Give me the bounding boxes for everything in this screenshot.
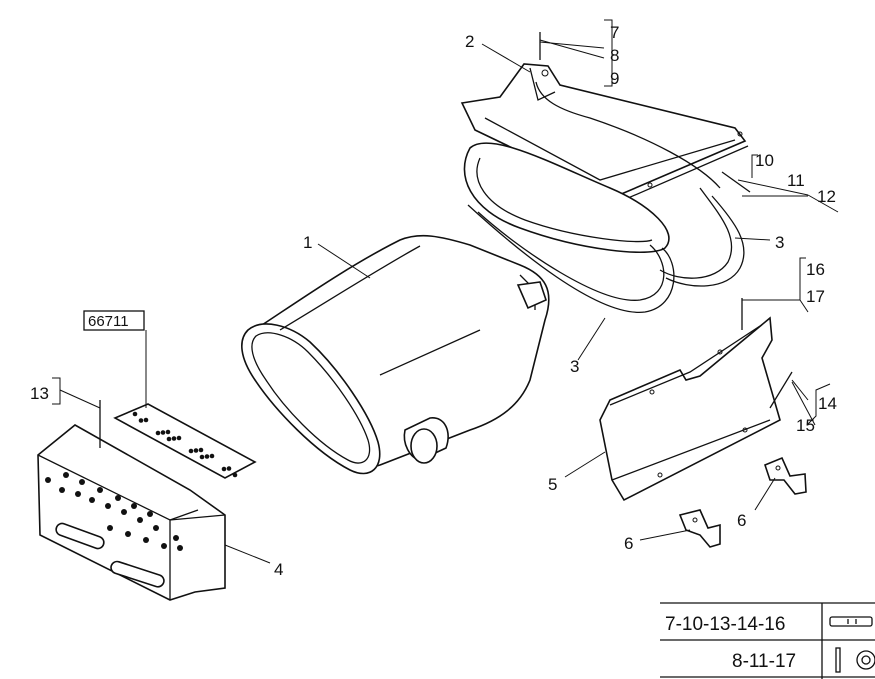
callout-12: 12 — [817, 187, 836, 206]
callout-4: 4 — [274, 560, 283, 579]
reference-number: 66711 — [88, 313, 129, 330]
legend-row-1-label: 7-10-13-14-16 — [665, 614, 785, 635]
perforation-hole — [155, 430, 161, 436]
perforation-hole — [173, 535, 179, 541]
callout-1: 1 — [303, 233, 312, 252]
callout-2: 2 — [465, 32, 474, 51]
perforation-hole — [166, 436, 172, 442]
callout-11: 11 — [787, 171, 805, 190]
perforation-hole — [107, 525, 113, 531]
reference-box: 66711 — [83, 310, 145, 331]
callout-15: 15 — [796, 416, 815, 435]
callout-5: 5 — [548, 475, 557, 494]
perforation-hole — [188, 448, 194, 454]
perforation-hole — [89, 497, 95, 503]
callout-13: 13 — [30, 384, 49, 403]
perforation-hole — [226, 466, 232, 471]
perforation-hole — [131, 503, 137, 509]
perforation-hole — [165, 429, 171, 435]
perforation-hole — [45, 477, 51, 483]
perforation-hole — [221, 466, 227, 472]
perforated-guard — [37, 424, 226, 601]
washer-icon — [835, 647, 875, 673]
perforation-hole — [63, 472, 69, 478]
callout-14: 14 — [818, 394, 837, 413]
perforation-hole — [75, 491, 81, 497]
callout-3-right: 3 — [775, 233, 784, 252]
legend-row-2-label: 8-11-17 — [732, 651, 796, 672]
callout-8: 8 — [610, 46, 619, 65]
perforation-hole — [143, 537, 149, 543]
callouts: 1 2 3 3 4 5 6 6 7 8 9 10 11 12 13 14 15 … — [30, 23, 837, 579]
perforation-hole — [121, 509, 127, 515]
callout-9: 9 — [610, 69, 619, 88]
perforation-hole — [153, 525, 159, 531]
perforation-hole — [59, 487, 65, 493]
perforation-hole — [161, 543, 167, 549]
perforation-hole — [160, 430, 166, 435]
heat-shield — [599, 316, 781, 502]
callout-6-right: 6 — [737, 511, 746, 530]
perforation-hole — [204, 454, 210, 459]
screw-icon — [829, 616, 873, 627]
perforation-hole — [132, 411, 138, 417]
plate-holes — [132, 411, 238, 478]
perforation-hole — [177, 545, 183, 551]
perforation-hole — [198, 447, 204, 453]
perforation-hole — [79, 479, 85, 485]
perforation-hole — [105, 503, 111, 509]
perforation-hole — [115, 495, 121, 501]
mounting-brackets — [678, 456, 807, 548]
callout-3-bottom: 3 — [570, 357, 579, 376]
perforation-hole — [199, 454, 205, 460]
perforation-hole — [125, 531, 131, 537]
fastener-legend: 7-10-13-14-16 8-11-17 — [660, 602, 875, 679]
guard-holes — [45, 472, 183, 551]
perforation-hole — [143, 417, 149, 423]
perforation-hole — [97, 487, 103, 493]
perforated-plate — [113, 403, 257, 479]
perforation-hole — [138, 418, 144, 423]
perforation-hole — [176, 435, 182, 441]
perforation-hole — [137, 517, 143, 523]
muffler — [241, 234, 550, 475]
perforation-hole — [209, 453, 215, 459]
callout-7: 7 — [610, 23, 619, 42]
callout-17: 17 — [806, 287, 825, 306]
perforation-hole — [232, 472, 238, 478]
perforation-hole — [171, 436, 177, 441]
support-bracket-assembly — [460, 63, 749, 313]
perforation-hole — [147, 511, 153, 517]
leader-lines — [52, 19, 839, 564]
callout-16: 16 — [806, 260, 825, 279]
perforation-hole — [193, 448, 199, 453]
callout-6-left: 6 — [624, 534, 633, 553]
callout-10: 10 — [755, 151, 774, 170]
